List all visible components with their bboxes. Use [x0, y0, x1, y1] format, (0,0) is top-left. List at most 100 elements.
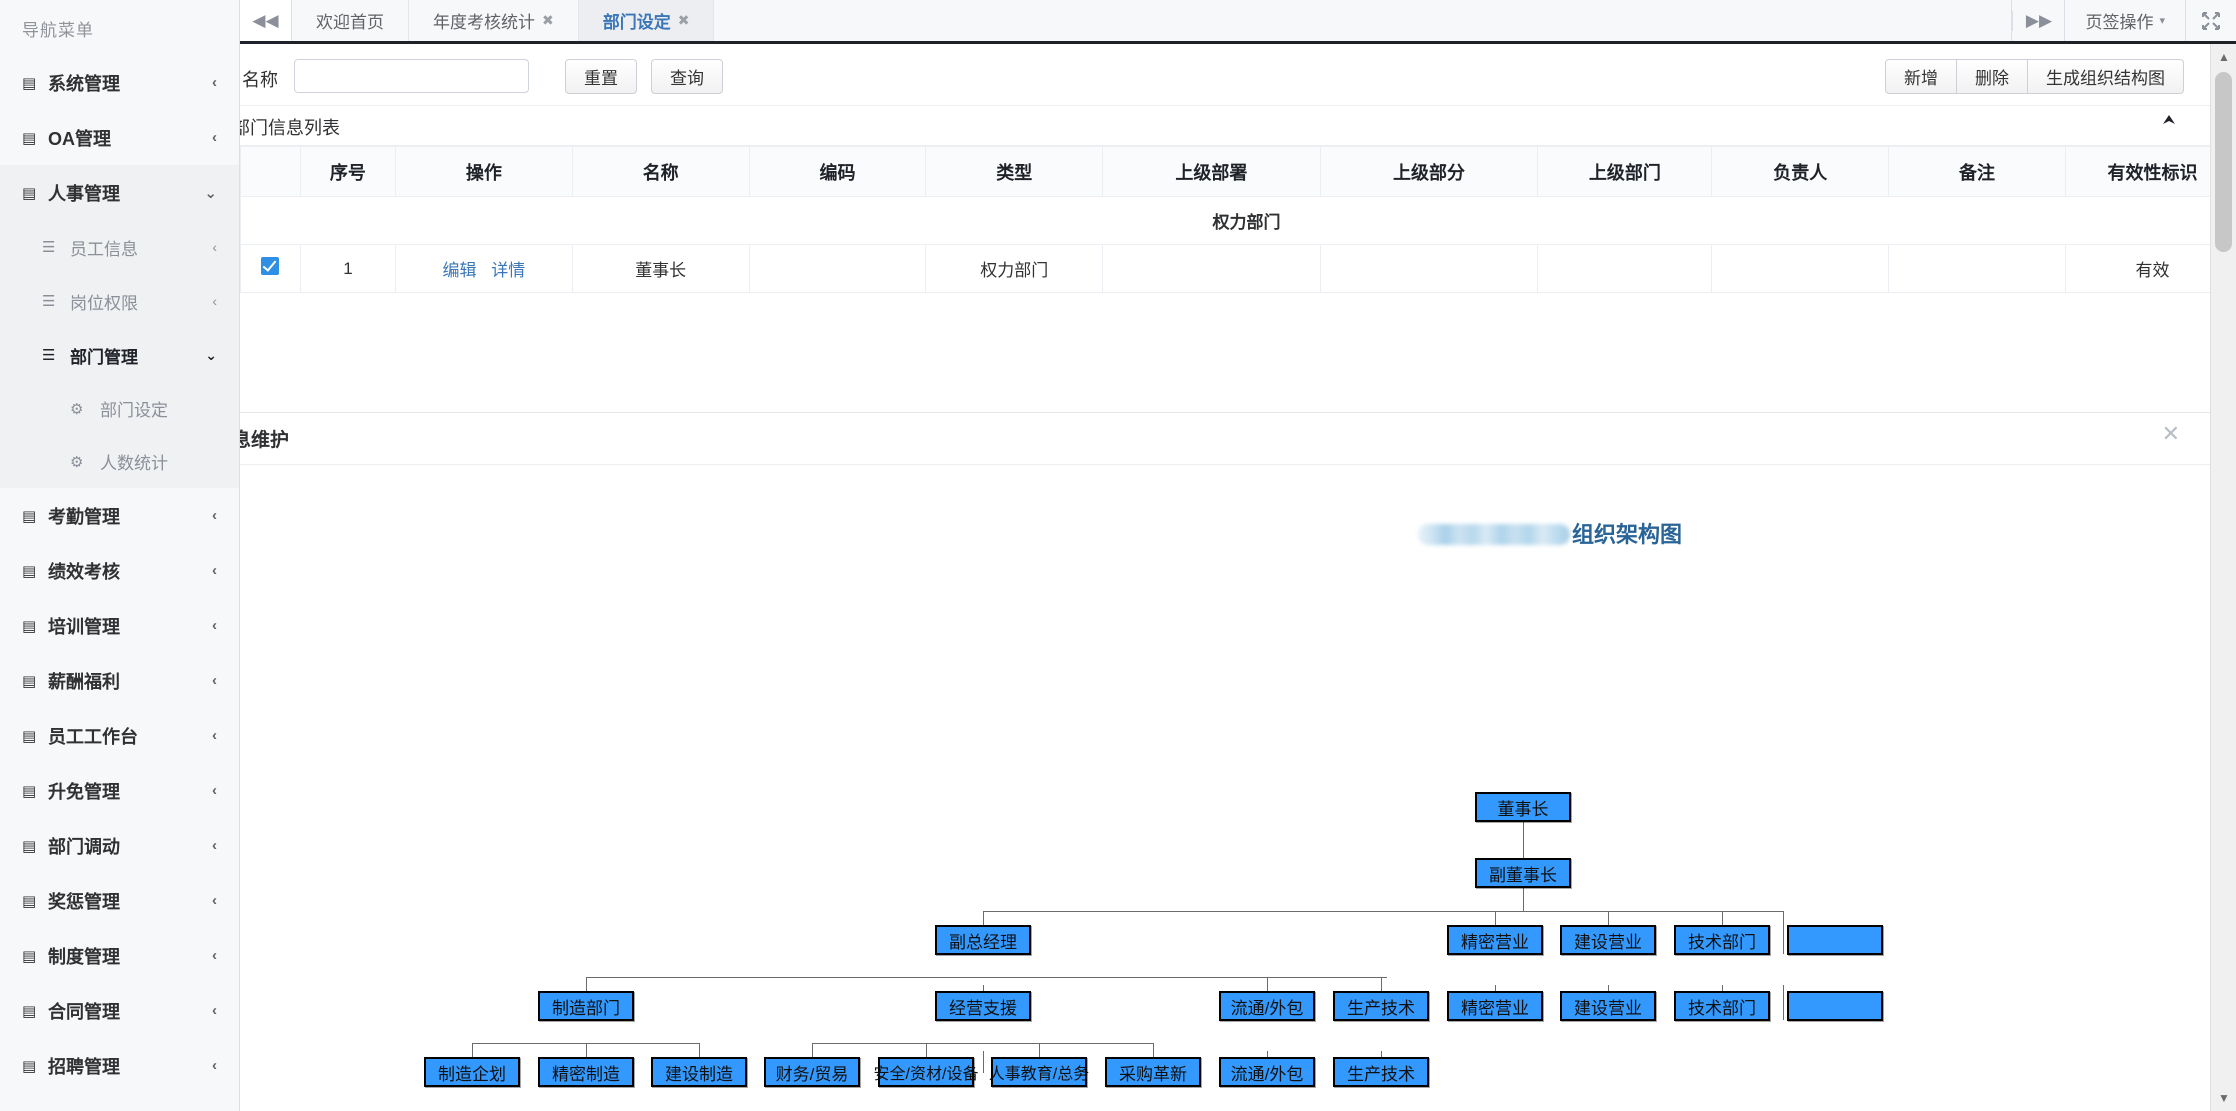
book-icon: ▤: [22, 782, 37, 800]
col-remark[interactable]: 备注: [1888, 146, 2066, 197]
org-node-hr-education-general-affairs[interactable]: 人事教育/总务: [989, 1057, 1089, 1087]
sidebar-item-system-management[interactable]: ▤ 系统管理 ‹: [0, 55, 239, 110]
col-parent-department[interactable]: 上级部门: [1537, 146, 1713, 197]
fullscreen-icon[interactable]: [2186, 11, 2236, 31]
row-checkbox[interactable]: [261, 257, 280, 275]
edit-link[interactable]: 编辑: [442, 261, 477, 280]
close-icon[interactable]: ✖: [677, 12, 690, 28]
cell-parent-division: [1319, 244, 1539, 293]
tab-annual-review-stats[interactable]: 年度考核统计 ✖: [409, 0, 579, 41]
scroll-up-icon[interactable]: ▲: [2218, 50, 2230, 64]
sidebar-item-compensation-benefits[interactable]: ▤ 薪酬福利 ‹: [0, 653, 239, 708]
org-node-label: 精密营业: [1461, 932, 1529, 952]
tab-scroll-left-icon[interactable]: ◀◀: [240, 0, 292, 41]
org-node-precision-sales-l3[interactable]: 精密营业: [1447, 925, 1543, 955]
org-node-manufacturing-planning[interactable]: 制造企划: [424, 1057, 520, 1087]
delete-button[interactable]: 删除: [1957, 59, 2028, 94]
org-node-deputy-gm[interactable]: 副总经理: [935, 925, 1031, 955]
sidebar-item-post-permission[interactable]: ☰ 岗位权限 ‹: [0, 274, 239, 328]
cell-name: 董事长: [571, 244, 750, 293]
book-icon: ▤: [22, 562, 37, 580]
list-icon: ☰: [42, 239, 56, 256]
sidebar-item-promotion-management[interactable]: ▤ 升免管理 ‹: [0, 763, 239, 818]
org-node-safety-materials-equipment[interactable]: 安全/资材/设备: [874, 1057, 978, 1087]
org-node-clipped-l3[interactable]: [1787, 925, 1883, 955]
cell-type: 权力部门: [925, 244, 1104, 293]
sidebar-item-training-management[interactable]: ▤ 培训管理 ‹: [0, 598, 239, 653]
sidebar-item-hr-management[interactable]: ▤ 人事管理 ⌄: [0, 165, 239, 220]
search-input[interactable]: [294, 59, 529, 93]
scroll-down-icon[interactable]: ▼: [2218, 1091, 2230, 1105]
sidebar-item-employee-workbench[interactable]: ▤ 员工工作台 ‹: [0, 708, 239, 763]
col-parent-deployment[interactable]: 上级部署: [1102, 146, 1321, 197]
org-node-chairman[interactable]: 董事长: [1475, 792, 1571, 822]
org-node-precision-sales-l4[interactable]: 精密营业: [1447, 991, 1543, 1021]
org-node-construction-sales-l3[interactable]: 建设营业: [1560, 925, 1656, 955]
org-chart-canvas: 组织架构图: [240, 465, 2210, 1111]
sidebar-item-policy-management[interactable]: ▤ 制度管理 ‹: [0, 928, 239, 983]
org-node-construction-sales-l4[interactable]: 建设营业: [1560, 991, 1656, 1021]
sidebar-item-reward-punishment[interactable]: ▤ 奖惩管理 ‹: [0, 873, 239, 928]
sidebar-item-headcount-statistics[interactable]: ⚙ 人数统计: [0, 435, 239, 488]
sidebar-item-label: 制度管理: [48, 946, 120, 967]
org-node-production-tech-l4[interactable]: 生产技术: [1333, 991, 1429, 1021]
col-code[interactable]: 编码: [748, 146, 927, 197]
org-node-tech-department-l3[interactable]: 技术部门: [1674, 925, 1770, 955]
sidebar-item-department-setting[interactable]: ⚙ 部门设定: [0, 382, 239, 435]
org-node-finance-trade[interactable]: 财务/贸易: [764, 1057, 860, 1087]
org-node-manufacturing-dept[interactable]: 制造部门: [538, 991, 634, 1021]
add-button[interactable]: 新增: [1885, 59, 1957, 94]
org-node-distribution-outsourcing-l4[interactable]: 流通/外包: [1219, 991, 1315, 1021]
query-button[interactable]: 查询: [651, 59, 723, 94]
org-node-construction-manufacturing[interactable]: 建设制造: [651, 1057, 747, 1087]
org-node-tech-department-l4[interactable]: 技术部门: [1674, 991, 1770, 1021]
sidebar-item-department-management[interactable]: ☰ 部门管理 ⌄: [0, 328, 239, 382]
detail-link[interactable]: 详情: [491, 261, 526, 280]
org-node-clipped-l4[interactable]: [1787, 991, 1883, 1021]
sidebar-item-contract-management[interactable]: ▤ 合同管理 ‹: [0, 983, 239, 1038]
collapse-up-icon[interactable]: [2160, 112, 2178, 135]
tab-scroll-right-icon[interactable]: ▶▶: [2012, 10, 2065, 31]
org-chart-title-suffix: 组织架构图: [1572, 522, 1683, 547]
sidebar-item-employee-info[interactable]: ☰ 员工信息 ‹: [0, 220, 239, 274]
col-owner[interactable]: 负责人: [1711, 146, 1890, 197]
generate-org-chart-button[interactable]: 生成组织结构图: [2028, 59, 2184, 94]
sidebar-item-performance-review[interactable]: ▤ 绩效考核 ‹: [0, 543, 239, 598]
page-operation-dropdown[interactable]: 页签操作 ▾: [2064, 0, 2186, 41]
close-icon[interactable]: ✖: [542, 12, 554, 28]
chevron-left-icon: ‹: [212, 727, 217, 744]
sidebar-item-attendance-management[interactable]: ▤ 考勤管理 ‹: [0, 488, 239, 543]
col-type[interactable]: 类型: [925, 146, 1104, 197]
org-node-precision-manufacturing[interactable]: 精密制造: [538, 1057, 634, 1087]
close-icon[interactable]: ✕: [2161, 421, 2180, 446]
org-node-distribution-outsourcing-l5[interactable]: 流通/外包: [1219, 1057, 1315, 1087]
main-content: ◀◀ 欢迎首页 年度考核统计 ✖ 部门设定 ✖ ▶▶ 页签操作 ▾: [240, 0, 2236, 1111]
select-all-header[interactable]: [240, 146, 301, 197]
table-row[interactable]: 1 编辑 详情 董事长 权力部门 有效: [240, 244, 2236, 293]
scrollbar-thumb[interactable]: [2215, 72, 2232, 252]
vertical-scrollbar[interactable]: ▲ ▼: [2210, 44, 2236, 1111]
col-validity-flag[interactable]: 有效性标识: [2064, 146, 2236, 197]
book-icon: ▤: [22, 617, 37, 635]
book-icon: ▤: [22, 184, 37, 202]
tab-department-setting[interactable]: 部门设定 ✖: [578, 0, 715, 41]
tab-welcome-home[interactable]: 欢迎首页: [292, 0, 409, 41]
col-operation[interactable]: 操作: [395, 146, 573, 197]
sidebar-item-oa-management[interactable]: ▤ OA管理 ‹: [0, 110, 239, 165]
reset-button[interactable]: 重置: [565, 59, 637, 94]
cell-remark: [1888, 244, 2066, 293]
org-node-label: 采购革新: [1119, 1064, 1187, 1084]
org-node-business-support[interactable]: 经营支援: [935, 991, 1031, 1021]
org-node-label: 生产技术: [1347, 998, 1415, 1018]
col-seq[interactable]: 序号: [299, 146, 397, 197]
org-node-vice-chairman[interactable]: 副董事长: [1475, 858, 1571, 888]
sidebar-item-recruitment-management[interactable]: ▤ 招聘管理 ‹: [0, 1038, 239, 1093]
row-checkbox-cell[interactable]: [240, 244, 301, 293]
book-icon: ▤: [22, 727, 37, 745]
col-name[interactable]: 名称: [571, 146, 750, 197]
org-node-production-tech-l5[interactable]: 生产技术: [1333, 1057, 1429, 1087]
sidebar-item-department-transfer[interactable]: ▤ 部门调动 ‹: [0, 818, 239, 873]
col-parent-division[interactable]: 上级部分: [1319, 146, 1539, 197]
org-node-procurement-innovation[interactable]: 采购革新: [1105, 1057, 1201, 1087]
chevron-left-icon: ‹: [212, 892, 217, 909]
